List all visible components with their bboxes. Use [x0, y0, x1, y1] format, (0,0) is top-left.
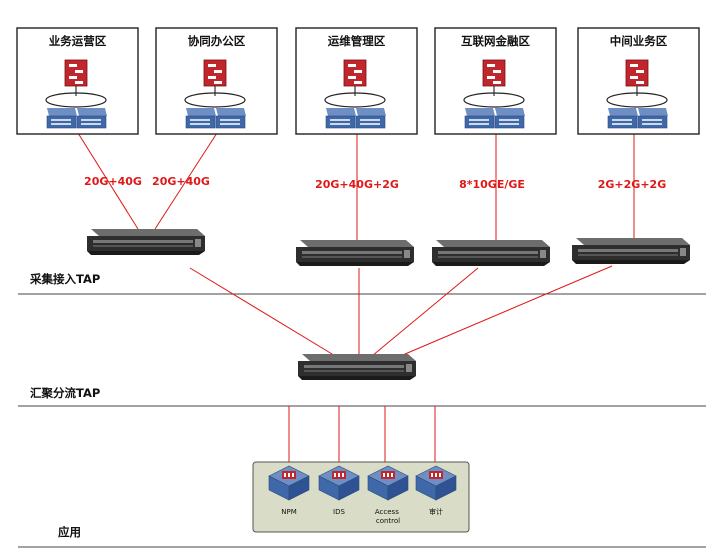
tap-device-icon [432, 240, 550, 266]
bandwidth-label: 8*10GE/GE [459, 178, 525, 191]
zone-box-office: 协同办公区 [155, 27, 278, 135]
zone-box-fintech: 互联网金融区 [434, 27, 557, 135]
tap-device-icon [296, 240, 414, 266]
tool-label-line: control [376, 517, 400, 525]
app-layer-label: 应用 [58, 525, 81, 539]
aggregate-layer-label: 汇聚分流TAP [30, 386, 100, 400]
tool-label: 审计 [429, 507, 443, 516]
zone-label: 业务运营区 [49, 34, 107, 48]
bandwidth-label: 20G+40G [84, 175, 142, 188]
tap-device-icon [572, 238, 690, 264]
zone-box-business: 业务运营区 [16, 27, 139, 135]
bandwidth-labels: 20G+40G 20G+40G 20G+40G+2G 8*10GE/GE 2G+… [84, 175, 666, 191]
aggregation-tap-device-icon [298, 354, 416, 380]
zone-links [77, 132, 635, 240]
zone-label: 互联网金融区 [461, 34, 530, 48]
tool-links [288, 406, 436, 466]
tool-label-access-control: Access control [375, 508, 401, 525]
zone-box-intermediate: 中间业务区 [577, 27, 700, 135]
zone-label: 运维管理区 [328, 34, 386, 48]
tool-label: IDS [333, 508, 345, 516]
zone-box-ops: 运维管理区 [295, 27, 418, 135]
tap-device-icon [87, 229, 205, 255]
bandwidth-label: 2G+2G+2G [598, 178, 666, 191]
tools-panel: NPM IDS Access control 审计 [252, 461, 470, 533]
aggregation-links [189, 265, 613, 358]
zone-label: 协同办公区 [188, 34, 246, 48]
collect-layer-label: 采集接入TAP [29, 272, 100, 286]
tool-label-line: Access [375, 508, 399, 516]
zone-label: 中间业务区 [610, 34, 668, 48]
bandwidth-label: 20G+40G [152, 175, 210, 188]
bandwidth-label: 20G+40G+2G [315, 178, 399, 191]
tool-label: NPM [281, 508, 297, 516]
